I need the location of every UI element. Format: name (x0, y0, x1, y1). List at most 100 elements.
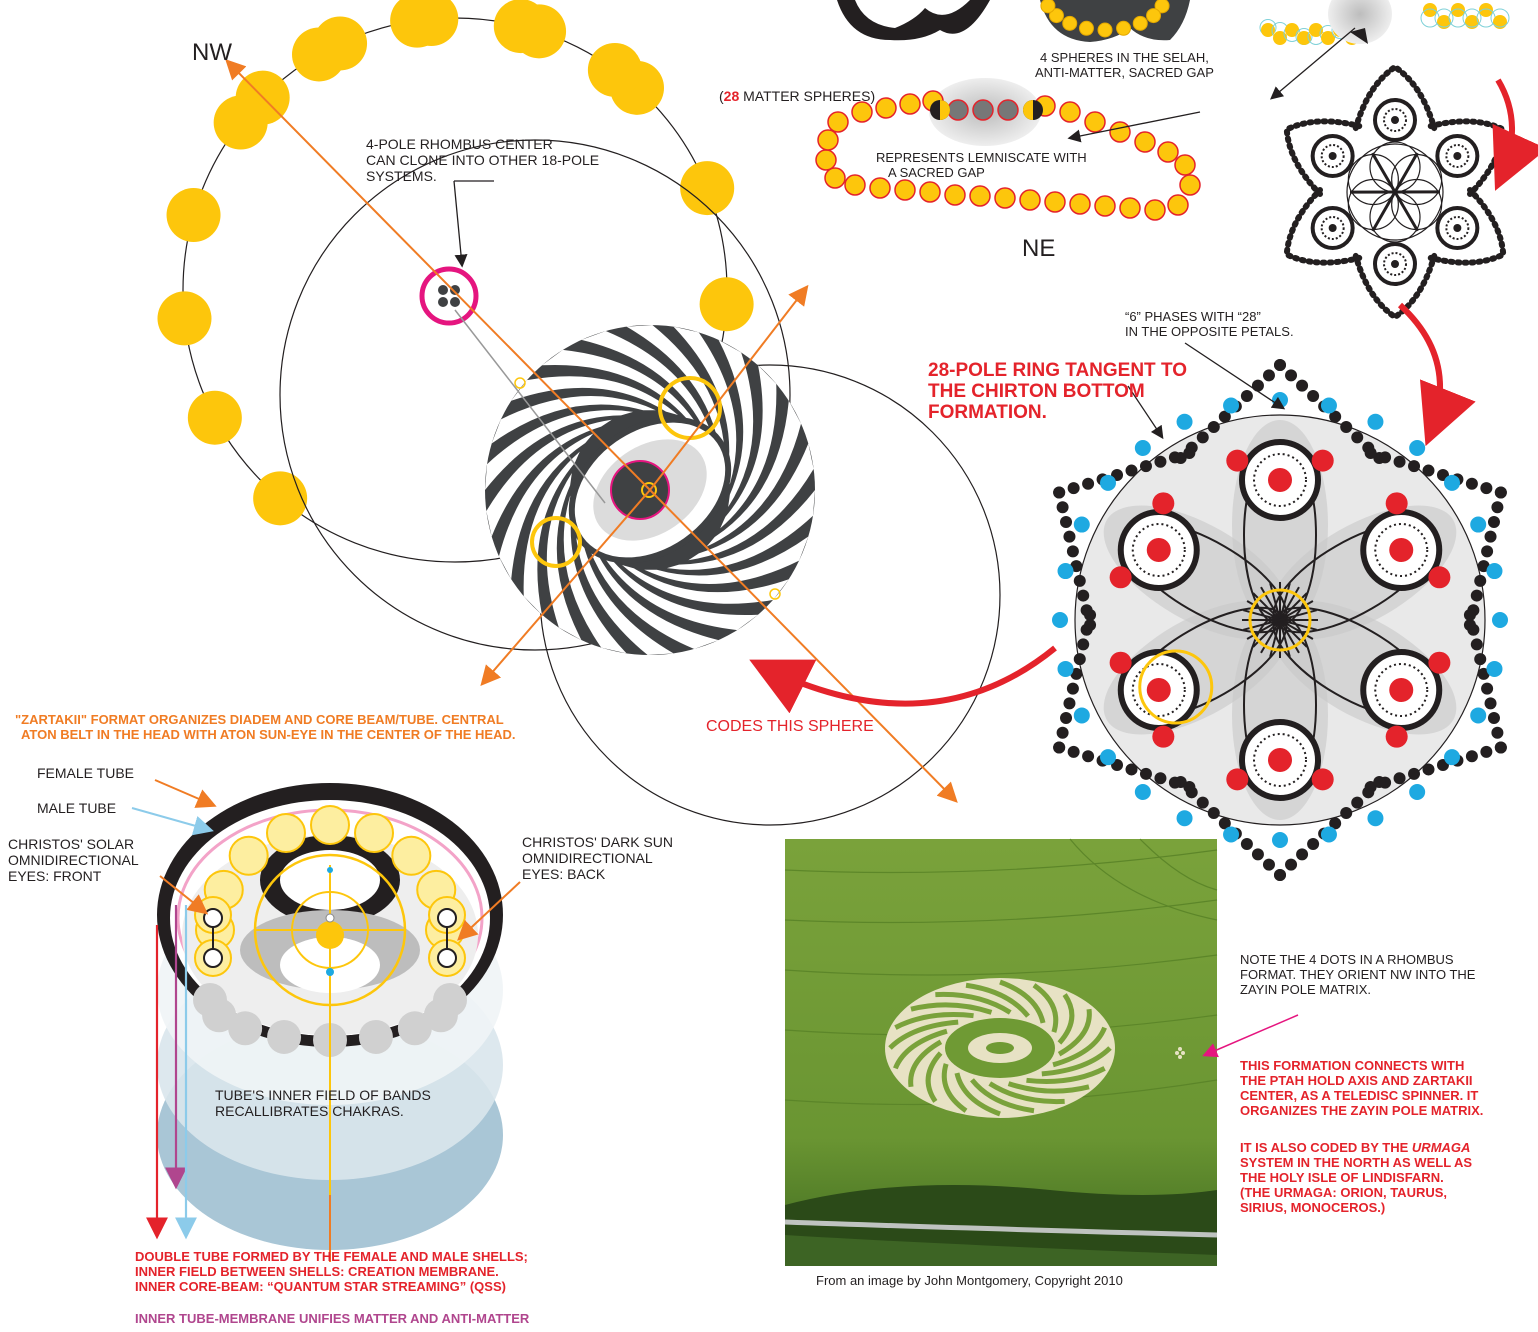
matter-sphere (1135, 132, 1155, 152)
blue-pole (1052, 612, 1068, 628)
star-point-dot (1466, 478, 1478, 490)
matter-sphere (845, 175, 865, 195)
lower-sphere (193, 983, 227, 1017)
star-point-dot (1068, 482, 1080, 494)
matter-sphere (1095, 196, 1115, 216)
star-point-dot (1481, 683, 1493, 695)
star-point-dot (1495, 487, 1507, 499)
star-point-dot (1263, 369, 1275, 381)
matter-sphere (1168, 195, 1188, 215)
star-point-dot (1285, 859, 1297, 871)
eye-red-center (1147, 678, 1171, 702)
star-point-dot (1140, 460, 1152, 472)
tube-diagram (132, 780, 520, 1262)
star-point-dot (1296, 848, 1308, 860)
star-point-dot (1077, 638, 1089, 650)
lower-sphere (398, 1011, 432, 1045)
matter-sphere (1120, 198, 1140, 218)
eye-red-center (1389, 538, 1413, 562)
matter-sphere (818, 130, 838, 150)
petal-eye-dot (1329, 224, 1337, 232)
matter-sphere (1117, 21, 1131, 35)
matter-sphere (1285, 23, 1299, 37)
gold-sphere (700, 277, 754, 331)
diadem-sphere (230, 837, 268, 875)
star-point-dot (1067, 683, 1079, 695)
star-point-dot (1208, 421, 1220, 433)
star-spoke (1395, 153, 1417, 192)
blue-pole (1321, 398, 1337, 414)
star-point-dot (1274, 869, 1286, 881)
star-point-dot (1480, 746, 1492, 758)
lower-sphere (359, 1020, 393, 1054)
matter-sphere (1045, 192, 1065, 212)
star-point-dot (1340, 807, 1352, 819)
photo-credit: From an image by John Montgomery, Copyri… (816, 1273, 1123, 1289)
blue-pole (1367, 810, 1383, 826)
red-pole (1312, 768, 1334, 790)
sphere-clusters-top (837, 0, 1509, 98)
red-pole (1226, 768, 1248, 790)
matter-spheres-label: (28 MATTER SPHERES) (719, 88, 875, 104)
star-point-dot (1183, 447, 1195, 459)
star-point-dot (1252, 380, 1264, 392)
matter-sphere (945, 185, 965, 205)
red-pole (1428, 566, 1450, 588)
crop-eye-center (986, 1042, 1014, 1054)
star-point-dot (1060, 516, 1072, 528)
matter-sphere (870, 178, 890, 198)
formation-connects-label: THIS FORMATION CONNECTS WITH THE PTAH HO… (1240, 1058, 1483, 1118)
matter-sphere (1098, 23, 1112, 37)
red-pole (1226, 450, 1248, 472)
selah-sphere (998, 100, 1018, 120)
male-tube-label: MALE TUBE (37, 800, 116, 816)
star-point-dot (1082, 478, 1094, 490)
gold-sphere (292, 27, 346, 81)
star-point-dot (1379, 451, 1391, 463)
ne-label: NE (1022, 236, 1055, 262)
blue-pole (1135, 440, 1151, 456)
star-point-dot (1488, 712, 1500, 724)
star-point-dot (1351, 797, 1363, 809)
star-point-dot (1474, 653, 1486, 665)
codes-sphere-label: CODES THIS SPHERE (706, 719, 874, 735)
blue-pole (1100, 475, 1116, 491)
petal-eye-dot (1329, 152, 1337, 160)
star-point-dot (1467, 624, 1479, 636)
nw-label: NW (192, 40, 232, 66)
diadem-sphere (392, 837, 430, 875)
phases-label: “6” PHASES WITH “28” IN THE OPPOSITE PET… (1125, 309, 1294, 339)
star-point-dot (1084, 619, 1096, 631)
star-point-dot (1362, 786, 1374, 798)
flower-formation (1287, 67, 1504, 317)
blue-pole (1100, 749, 1116, 765)
blue-pole (1074, 707, 1090, 723)
matter-sphere (1145, 200, 1165, 220)
eye-red-center (1268, 748, 1292, 772)
blue-pole (1492, 612, 1508, 628)
eye-red-center (1268, 468, 1292, 492)
blue-pole (1470, 517, 1486, 533)
blue-pole (1409, 784, 1425, 800)
gold-sphere (188, 391, 242, 445)
star-point-dot (1063, 531, 1075, 543)
matter-sphere (1020, 190, 1040, 210)
star-point-dot (1068, 746, 1080, 758)
star-point-dot (1154, 772, 1166, 784)
blue-pole (1444, 475, 1460, 491)
star-point-dot (1241, 838, 1253, 850)
matter-sphere (1085, 112, 1105, 132)
star-point-dot (1057, 501, 1069, 513)
star-point-dot (1067, 545, 1079, 557)
female-tube-label: FEMALE TUBE (37, 765, 134, 781)
solar-eyes-label: CHRISTOS' SOLAR OMNIDIRECTIONAL EYES: FR… (8, 836, 139, 884)
star-point-dot (1082, 750, 1094, 762)
matter-sphere (1147, 9, 1161, 23)
star-point-dot (1074, 653, 1086, 665)
gold-sphere (588, 43, 642, 97)
blue-pole (1272, 832, 1288, 848)
matter-sphere (1110, 122, 1130, 142)
red-pole (1152, 492, 1174, 514)
diadem-sphere (311, 806, 349, 844)
star-spoke (1372, 153, 1395, 192)
